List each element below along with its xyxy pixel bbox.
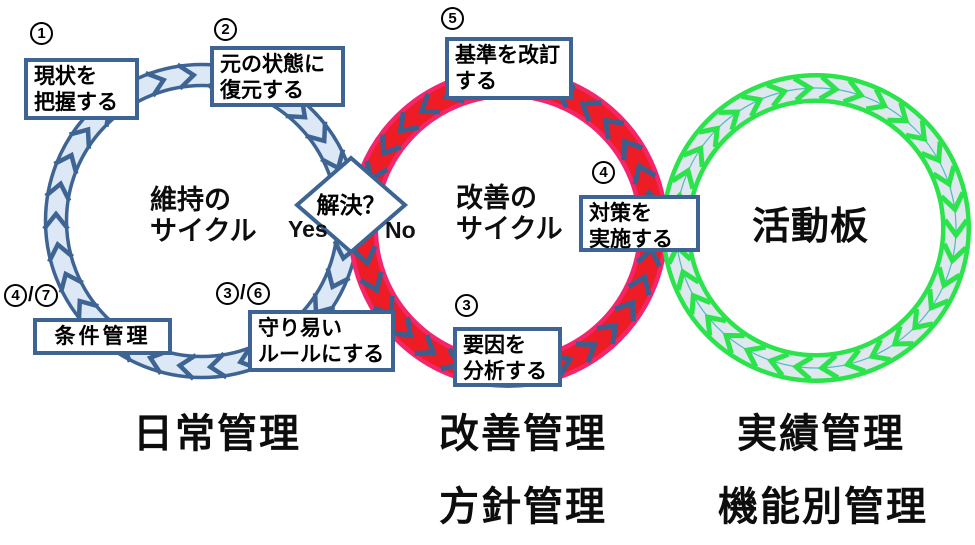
circled-digit: 3 — [455, 294, 478, 317]
management-label-results: 実績管理 — [737, 412, 905, 456]
decision-label: 解決？ — [316, 192, 386, 218]
step-number-1: 1 — [30, 22, 53, 45]
step-number-2: 2 — [214, 18, 237, 41]
circled-digit: 5 — [441, 7, 464, 30]
circled-digit: 4 — [4, 284, 27, 307]
step-box-easy-to-follow-rules: 守り易い ルールにする — [248, 310, 395, 372]
step-box-line: 要因を — [463, 334, 526, 357]
step-box-line: 把握する — [34, 91, 118, 114]
activity-board-label: 活動板 — [752, 206, 870, 248]
step-box-line: 基準を改訂 — [455, 44, 560, 67]
step-box-restore-original-state: 元の状態に 復元する — [210, 46, 345, 107]
decision-diamond — [293, 155, 409, 255]
management-label-kaizen: 改善管理 — [439, 412, 607, 456]
step-box-condition-management: 条件管理 — [33, 318, 172, 355]
management-label-policy: 方針管理 — [439, 485, 607, 529]
improvement-cycle-label-line2: サイクル — [456, 214, 563, 244]
step-number-4-7: 4/7 — [4, 284, 58, 307]
step-box-implement-countermeasures: 対策を 実施する — [579, 195, 700, 252]
circled-digit: 6 — [246, 282, 270, 305]
maintenance-cycle-label-line1: 維持の — [150, 185, 231, 215]
step-number-4: 4 — [592, 161, 615, 184]
step-box-line: 元の状態に — [220, 53, 325, 76]
step-box-line: 条件管理 — [54, 324, 151, 348]
yes-label: Yes — [288, 216, 328, 242]
circled-digit: 4 — [592, 161, 615, 184]
circled-digit: 2 — [214, 18, 237, 41]
step-box-analyze-factors: 要因を 分析する — [453, 327, 562, 387]
step-box-line: ルールにする — [258, 343, 385, 366]
improvement-cycle-label: 改善の サイクル — [456, 183, 563, 245]
no-label: No — [385, 217, 416, 243]
maintenance-cycle-label-line2: サイクル — [150, 216, 257, 246]
management-label-daily: 日常管理 — [133, 412, 301, 456]
improvement-cycle-label-line1: 改善の — [456, 183, 537, 213]
circled-digit: 1 — [30, 22, 53, 45]
step-box-line: 対策を — [589, 202, 652, 225]
circled-digit: 3 — [216, 282, 239, 305]
circled-digit: 7 — [34, 284, 58, 307]
maintenance-cycle-label: 維持の サイクル — [150, 185, 257, 247]
step-number-3: 3 — [455, 294, 478, 317]
step-box-line: 現状を — [34, 65, 97, 88]
step-box-line: 実施する — [589, 228, 673, 251]
step-number-3-6: 3/6 — [216, 282, 270, 305]
step-number-5: 5 — [441, 7, 464, 30]
step-box-line: 復元する — [220, 79, 304, 102]
step-box-revise-standards: 基準を改訂 する — [445, 37, 573, 100]
step-box-line: 分析する — [463, 360, 547, 383]
step-box-grasp-current-state: 現状を 把握する — [24, 58, 139, 120]
step-box-line: する — [455, 70, 497, 93]
step-box-line: 守り易い — [258, 317, 342, 340]
number-separator: / — [240, 282, 246, 304]
number-separator: / — [28, 284, 34, 306]
management-label-functional: 機能別管理 — [718, 485, 928, 529]
